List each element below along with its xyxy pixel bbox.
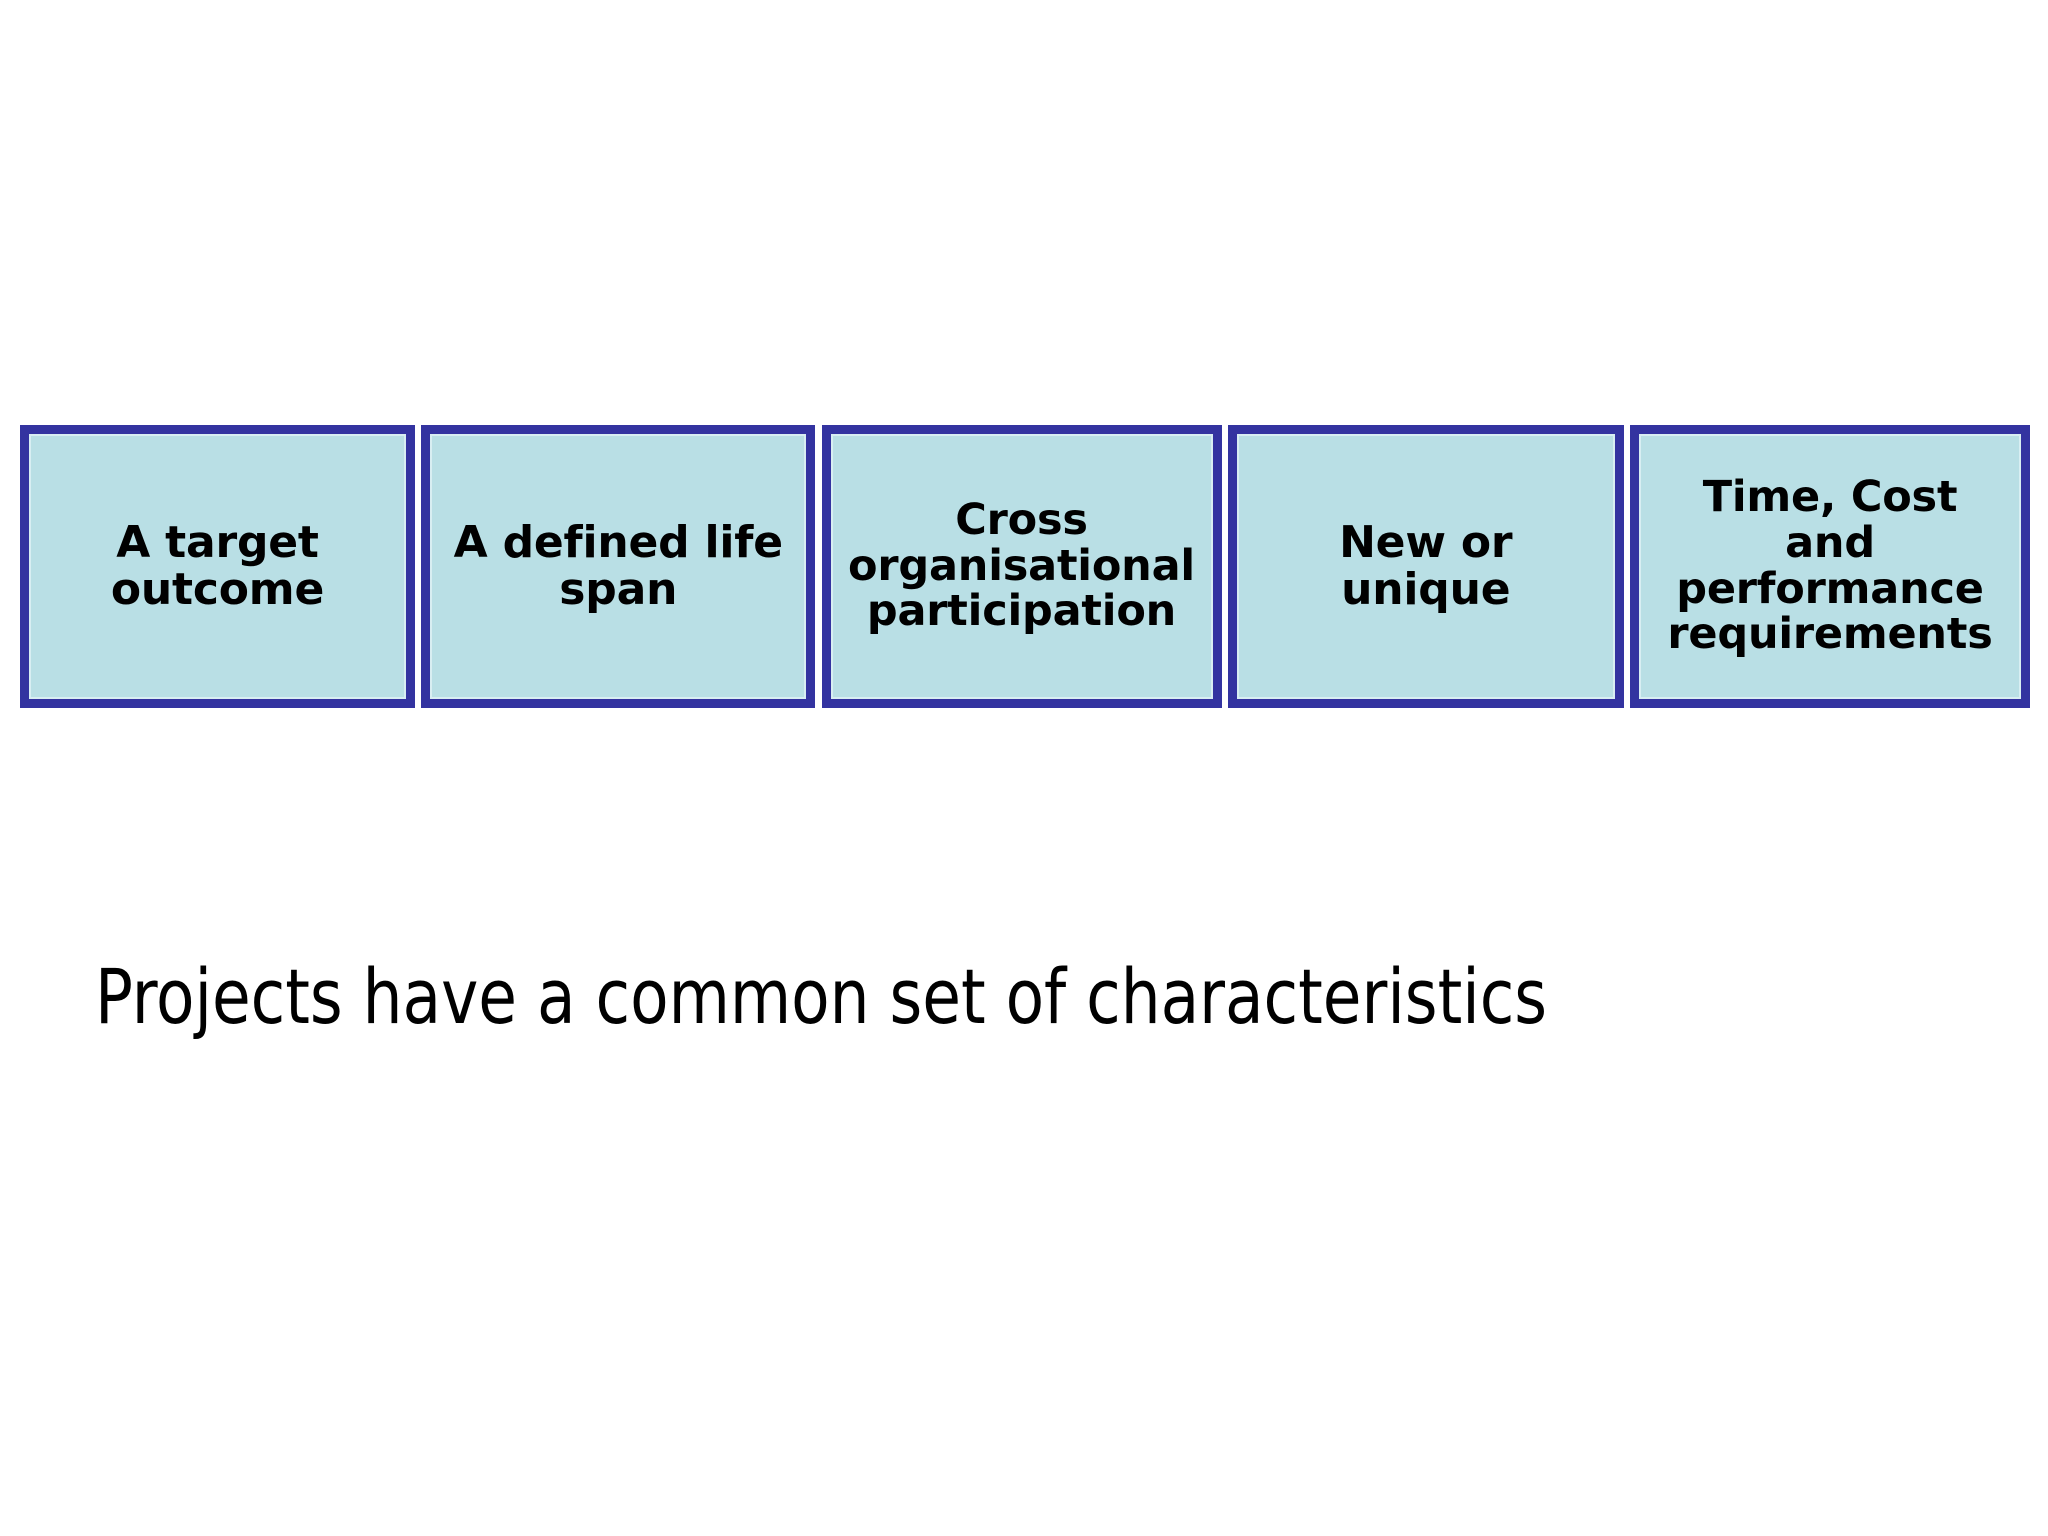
characteristic-box-cross-organisational[interactable]: Cross organisational participation — [821, 425, 1222, 708]
characteristic-box-target-outcome[interactable]: A target outcome — [20, 425, 415, 708]
characteristic-box-time-cost-performance[interactable]: Time, Cost and performance requirements — [1630, 425, 2030, 708]
characteristic-label: Cross organisational participation — [848, 495, 1195, 637]
characteristic-label: Time, Cost and performance requirements — [1667, 472, 1993, 660]
characteristic-label: New or unique — [1339, 516, 1513, 615]
characteristic-box-defined-life-span[interactable]: A defined life span — [421, 425, 816, 708]
characteristic-label: A defined life span — [453, 516, 783, 615]
characteristic-box-new-or-unique[interactable]: New or unique — [1227, 425, 1624, 708]
characteristic-label: A target outcome — [110, 516, 325, 615]
characteristics-row: A target outcome A defined life span Cro… — [20, 425, 2030, 708]
slide-caption: Projects have a common set of characteri… — [95, 952, 1548, 1041]
